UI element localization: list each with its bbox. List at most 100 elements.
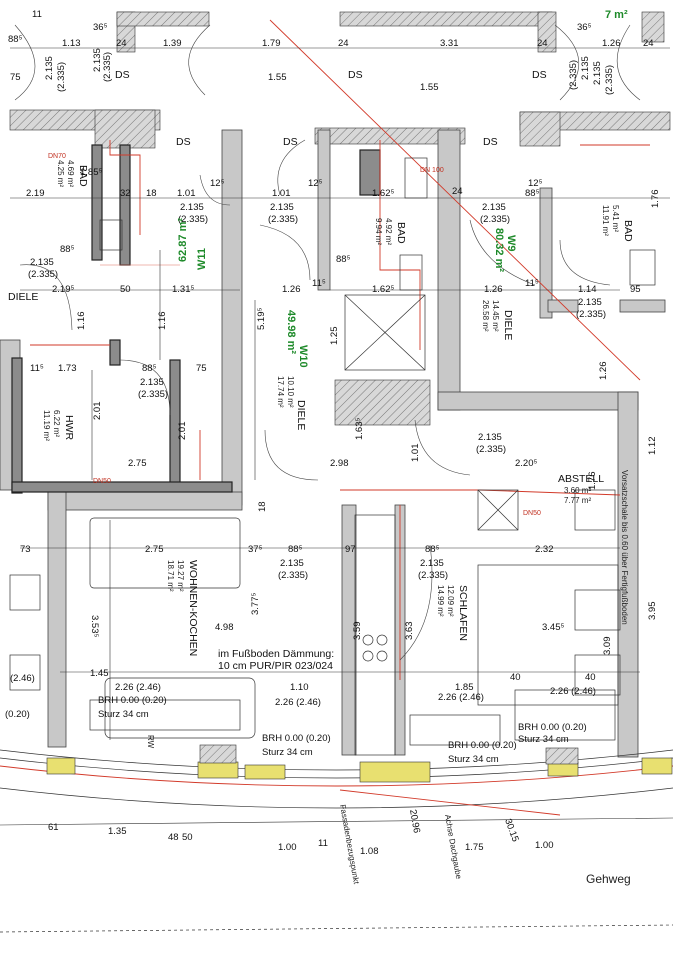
bad-mid-area1: 4.92 m² [384, 218, 393, 245]
dim-331: 3.31 [440, 38, 459, 49]
dim-116b: 1.16 [157, 312, 168, 331]
abstell-label: ABSTELL [558, 473, 604, 485]
dim-365a: 36⁵ [93, 22, 108, 33]
dim-885h: 88⁵ [288, 544, 303, 555]
w11-area: 62.87 m² [177, 218, 189, 262]
bad-left-area1: 4.69 m² [66, 160, 75, 187]
dim-113: 1.13 [62, 38, 81, 49]
schlafen-area2: 14.99 m² [436, 585, 445, 617]
dim-2335e: (2.335) [268, 214, 298, 225]
dim-2335m: (2.335) [56, 62, 67, 92]
dim-24b: 24 [338, 38, 349, 49]
dim-95: 95 [630, 284, 641, 295]
dim-226b: 2.26 (2.46) [275, 697, 321, 708]
diele-mid-area1: 10.10 m² [286, 376, 295, 408]
dim-395: 3.95 [647, 602, 658, 621]
top-dimensions: 11 1.13 36⁵ 24 1.39 1.79 24 3.31 24 36⁵ … [8, 9, 654, 95]
dim-2335p: (2.335) [102, 52, 113, 82]
dim-40b: 40 [585, 672, 596, 683]
dim-155b: 1.55 [420, 82, 439, 93]
dim-2135j: 2.135 [478, 432, 502, 443]
dim-498: 4.98 [215, 622, 234, 633]
dn50a-label: DN50 [523, 510, 541, 517]
sturz-3: Sturz 34 cm [448, 754, 499, 765]
dim-2096: 20.96 [407, 809, 422, 834]
sturz-2: Sturz 34 cm [262, 747, 313, 758]
dim-101b: 1.01 [272, 188, 291, 199]
dim-2335f: (2.335) [480, 214, 510, 225]
dim-24d: 24 [643, 38, 654, 49]
facade [0, 689, 673, 933]
dim-298: 2.98 [330, 458, 349, 469]
dim-139: 1.39 [163, 38, 182, 49]
dim-101a: 1.01 [177, 188, 196, 199]
dim-175: 1.75 [465, 842, 484, 853]
diele-left-label: DIELE [8, 291, 38, 303]
bad-right-area2: 11.91 m² [601, 205, 610, 236]
dim-885g: 88⁵ [142, 363, 157, 374]
rw-label: RW [146, 735, 155, 749]
dn100-label: DN 100 [420, 167, 444, 174]
bad-right-label: BAD [622, 220, 634, 242]
achse-label: Achse Dachgaube [443, 814, 463, 880]
dim-2335h: (2.335) [576, 309, 606, 320]
dim-201a: 2.01 [92, 402, 103, 421]
dim-50b: 50 [182, 832, 193, 843]
dim-163: 1.63⁵ [354, 418, 365, 440]
dn50b-label: DN50 [93, 478, 111, 485]
dim-309: 3.09 [602, 637, 613, 656]
ds-label-4: DS [348, 69, 363, 81]
dim-179: 1.79 [262, 38, 281, 49]
dim-885e: 88⁵ [336, 254, 351, 265]
dim-125a: 12⁵ [210, 178, 225, 189]
dim-75b: 75 [196, 363, 207, 374]
dim-885f: 88⁵ [525, 188, 540, 199]
bad-left-area2: 4.25 m² [56, 160, 65, 187]
brh-2: BRH 0.00 (0.20) [262, 733, 331, 744]
dn70-label: DN70 [48, 153, 66, 160]
dim-2135g: 2.135 [30, 257, 54, 268]
bad-mid-label: BAD [395, 222, 407, 244]
dim-2335l: (2.335) [418, 570, 448, 581]
dim-2135o: 2.135 [580, 56, 591, 80]
dim-275a: 2.75 [128, 458, 147, 469]
dim-155a: 1.55 [268, 72, 287, 83]
dim-885i: 88⁵ [425, 544, 440, 555]
w10-label: W10 [297, 345, 309, 368]
sturz-1: Sturz 34 cm [98, 709, 149, 720]
dim-232: 2.32 [535, 544, 554, 555]
dim-2135d: 2.135 [180, 202, 204, 213]
brh-3: BRH 0.00 (0.20) [448, 740, 517, 751]
w9-area: 80.32 m² [493, 228, 505, 272]
w10-labels: W10 49.98 m² BAD 4.92 m² 9.94 m² DIELE 1… [276, 218, 407, 430]
dim-5195: 5.19⁵ [256, 308, 267, 330]
dim-1315: 1.31⁵ [172, 284, 194, 295]
w11-label: W11 [196, 248, 208, 270]
dim-3015: 30.15 [502, 817, 520, 843]
w9-label: W9 [505, 235, 517, 252]
dim-226a: 2.26 (2.46) [115, 682, 161, 693]
dim-116a: 1.16 [76, 312, 87, 331]
hwr-labels: HWR 6.22 m² 11.19 m² [42, 410, 75, 441]
dim-020: (0.20) [5, 709, 30, 720]
hwr-label: HWR [63, 415, 75, 440]
ds-label-2: DS [176, 136, 191, 148]
dim-75c: 75 [10, 72, 21, 83]
dim-226d: 2.26 (2.46) [550, 686, 596, 697]
window-dimensions: 1.45 1.10 1.85 40 40 2.26 (2.46) 2.26 (2… [5, 668, 596, 765]
dim-48: 48 [168, 832, 179, 843]
lower-dimensions: 73 2.75 37⁵ 88⁵ 97 88⁵ 2.32 2.135 (2.335… [20, 544, 658, 655]
dim-126: 1.26 [602, 38, 621, 49]
dim-50a: 50 [120, 284, 131, 295]
dim-185c: 18 [257, 501, 268, 512]
schlafen-area1: 12.09 m² [446, 585, 455, 617]
wohnen-label: WOHNEN-KOCHEN [187, 560, 199, 656]
dim-2335g: (2.335) [28, 269, 58, 280]
dim-219: 2.19 [26, 188, 45, 199]
dim-2135p: 2.135 [92, 48, 103, 72]
dim-115c: 11⁵ [30, 363, 44, 374]
hwr-area1: 6.22 m² [52, 410, 61, 437]
dim-2205: 2.20⁵ [515, 458, 537, 469]
dim-2135h: 2.135 [578, 297, 602, 308]
dim-125c: 12⁵ [528, 178, 543, 189]
